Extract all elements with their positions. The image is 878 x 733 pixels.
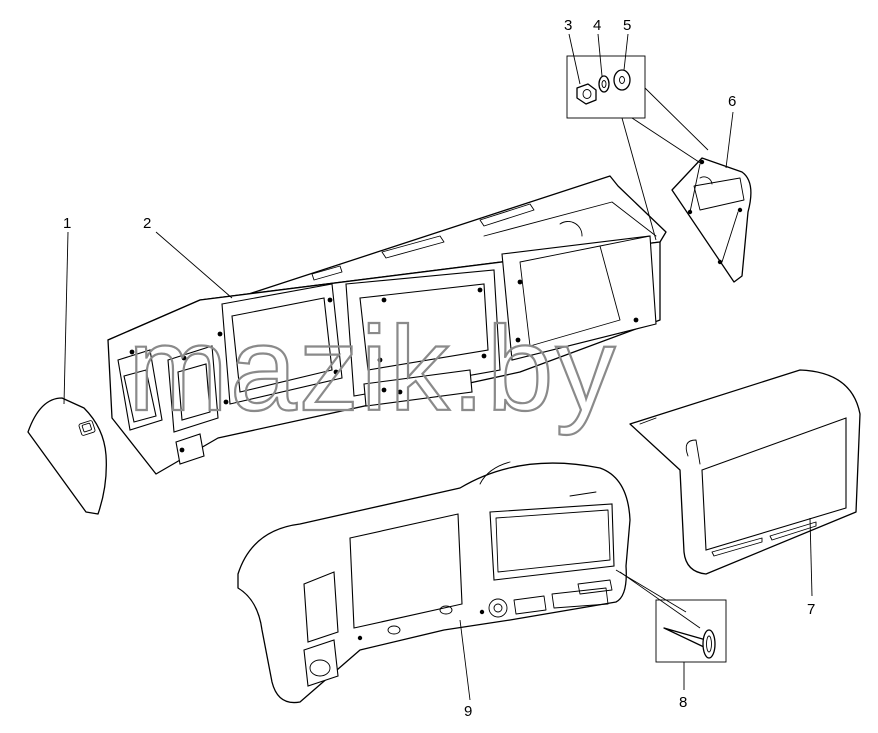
callout-pointer-fastener-2 bbox=[631, 117, 703, 165]
part-3-nut bbox=[576, 83, 597, 105]
label-part-8: 8 bbox=[679, 694, 687, 711]
leader-part-2 bbox=[155, 231, 233, 299]
part-8-rivet bbox=[663, 627, 716, 659]
part-5-flat-washer bbox=[613, 69, 631, 91]
leader-part-7 bbox=[809, 517, 813, 597]
label-part-4: 4 bbox=[593, 17, 601, 34]
label-part-2: 2 bbox=[143, 215, 151, 232]
label-part-1: 1 bbox=[63, 215, 71, 232]
part-2-dashboard-frame bbox=[107, 175, 667, 475]
label-part-7: 7 bbox=[807, 601, 815, 618]
part-7-right-housing bbox=[629, 369, 861, 575]
leader-part-1 bbox=[63, 231, 69, 405]
part-1-side-cover bbox=[27, 397, 107, 515]
label-part-9: 9 bbox=[464, 703, 472, 720]
leader-part-9 bbox=[459, 619, 471, 701]
fastener-callout-group bbox=[566, 55, 646, 119]
leader-part-4 bbox=[597, 33, 603, 77]
watermark-text: mazik.by bbox=[128, 302, 617, 436]
label-part-3: 3 bbox=[564, 17, 572, 34]
part-4-lock-washer bbox=[598, 75, 610, 93]
label-part-5: 5 bbox=[623, 17, 631, 34]
part-9-instrument-panel bbox=[237, 461, 631, 704]
part-8-rivet-callout bbox=[655, 599, 727, 663]
callout-pointer-fastener-1 bbox=[621, 117, 657, 241]
label-part-6: 6 bbox=[728, 93, 736, 110]
leader-lines bbox=[63, 33, 813, 701]
callout-pointer-rivet-2 bbox=[619, 571, 701, 629]
leader-part-3 bbox=[568, 33, 581, 85]
callout-pointer-fastener-3 bbox=[644, 87, 709, 151]
leader-part-6 bbox=[725, 111, 734, 169]
part-number-labels: 1 2 3 4 5 6 7 8 9 bbox=[63, 17, 815, 720]
leader-part-5 bbox=[623, 33, 629, 71]
part-6-end-panel bbox=[671, 157, 752, 283]
fastener-callout-box bbox=[566, 55, 646, 119]
rivet-callout-box bbox=[655, 599, 727, 663]
